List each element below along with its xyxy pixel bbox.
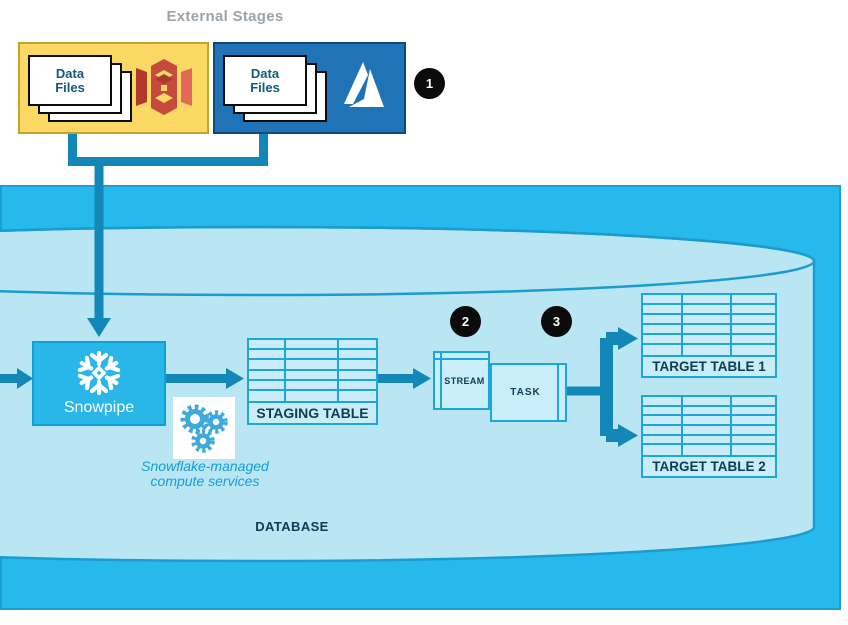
step-badge-1: 1 (414, 68, 445, 99)
table-cell (249, 380, 286, 391)
table-cell (732, 436, 775, 446)
caption-line1: Snowflake-managed (141, 458, 269, 474)
data-files-label-line1: Data (55, 65, 85, 81)
file-card-front: Data Files (223, 55, 307, 106)
table-cell (643, 426, 683, 436)
snowflake-icon (77, 350, 121, 396)
table-cell (682, 397, 733, 407)
table-cell (339, 340, 376, 351)
arrowhead-stream (413, 368, 431, 389)
target-table-2-grid (641, 395, 777, 457)
table-cell (643, 335, 683, 345)
table-cell (339, 371, 376, 381)
snowpipe-label: Snowpipe (63, 399, 135, 416)
table-cell (249, 370, 286, 381)
external-stages-title: External Stages (166, 8, 284, 25)
table-cell (643, 345, 683, 355)
stream-box: STREAM (433, 351, 490, 410)
table-cell (643, 325, 683, 335)
table-cell (682, 295, 733, 305)
table-cell (732, 426, 775, 436)
s3-bucket-icon (136, 59, 192, 115)
compute-services-caption: Snowflake-managed compute services (105, 458, 305, 490)
table-cell (285, 370, 340, 381)
table-cell (732, 335, 775, 345)
document-stack-icon: Data Files (223, 55, 327, 122)
target-table-2-label: TARGET TABLE 2 (641, 455, 777, 478)
target-table-1-grid (641, 293, 777, 357)
table-cell (643, 295, 683, 305)
table-cell (249, 390, 286, 401)
azure-icon (344, 62, 384, 107)
table-cell (732, 295, 775, 305)
table-cell (643, 305, 683, 315)
table-cell (249, 350, 286, 361)
table-cell (732, 416, 775, 426)
document-stack-icon: Data Files (28, 55, 132, 122)
database-cylinder (0, 225, 816, 563)
arrowhead-down (87, 318, 111, 337)
snowpipe-box: Snowpipe (32, 341, 166, 426)
table-cell (339, 350, 376, 361)
table-cell (732, 345, 775, 355)
task-label: TASK (510, 387, 541, 398)
stream-label: STREAM (444, 375, 485, 386)
gears-icon (180, 404, 228, 453)
table-cell (682, 435, 733, 446)
table-cell (682, 416, 733, 426)
arrowhead-inbound (17, 368, 33, 389)
table-cell (732, 325, 775, 335)
table-cell (285, 340, 340, 351)
file-card-front: Data Files (28, 55, 112, 106)
table-cell (732, 305, 775, 315)
database-label: DATABASE (255, 519, 329, 534)
table-cell (683, 445, 733, 455)
table-cell (286, 390, 340, 401)
azure-external-stage: Data Files (213, 42, 406, 134)
table-cell (339, 360, 376, 371)
arrowhead-target1 (618, 327, 638, 350)
table-cell (249, 360, 286, 371)
data-files-label-line2: Files (55, 79, 85, 95)
caption-line2: compute services (150, 473, 260, 490)
table-cell (732, 397, 775, 407)
staging-table-grid (247, 338, 378, 403)
table-cell (682, 325, 733, 335)
table-cell (249, 340, 286, 351)
table-cell (285, 380, 340, 391)
table-cell (643, 315, 683, 325)
table-cell (643, 397, 683, 407)
arrowhead-target2 (618, 424, 638, 447)
step-badge-2: 2 (450, 306, 481, 337)
table-cell (683, 345, 733, 355)
data-files-label-line2: Files (250, 79, 280, 95)
table-cell (682, 315, 733, 325)
table-cell (732, 315, 775, 325)
table-cell (643, 416, 683, 426)
table-cell (285, 360, 340, 371)
staging-table-label: STAGING TABLE (247, 401, 378, 425)
table-cell (643, 406, 683, 417)
target-table-1-label: TARGET TABLE 1 (641, 355, 777, 378)
table-cell (339, 391, 376, 401)
table-cell (682, 406, 733, 417)
table-cell (682, 426, 733, 436)
table-cell (732, 407, 775, 417)
table-cell (732, 445, 775, 455)
table-cell (682, 305, 733, 315)
arrowhead-staging (226, 368, 244, 389)
cylinder-top-rim (0, 225, 816, 297)
connectors (0, 129, 638, 447)
table-cell (285, 350, 340, 361)
s3-external-stage: Data Files (18, 42, 209, 134)
task-box: TASK (490, 363, 567, 422)
step-badge-3: 3 (541, 306, 572, 337)
table-cell (643, 435, 683, 446)
table-cell (682, 335, 733, 345)
data-files-label-line1: Data (250, 65, 280, 81)
compute-services-box (173, 397, 235, 459)
table-cell (643, 445, 683, 455)
table-cell (339, 381, 376, 391)
